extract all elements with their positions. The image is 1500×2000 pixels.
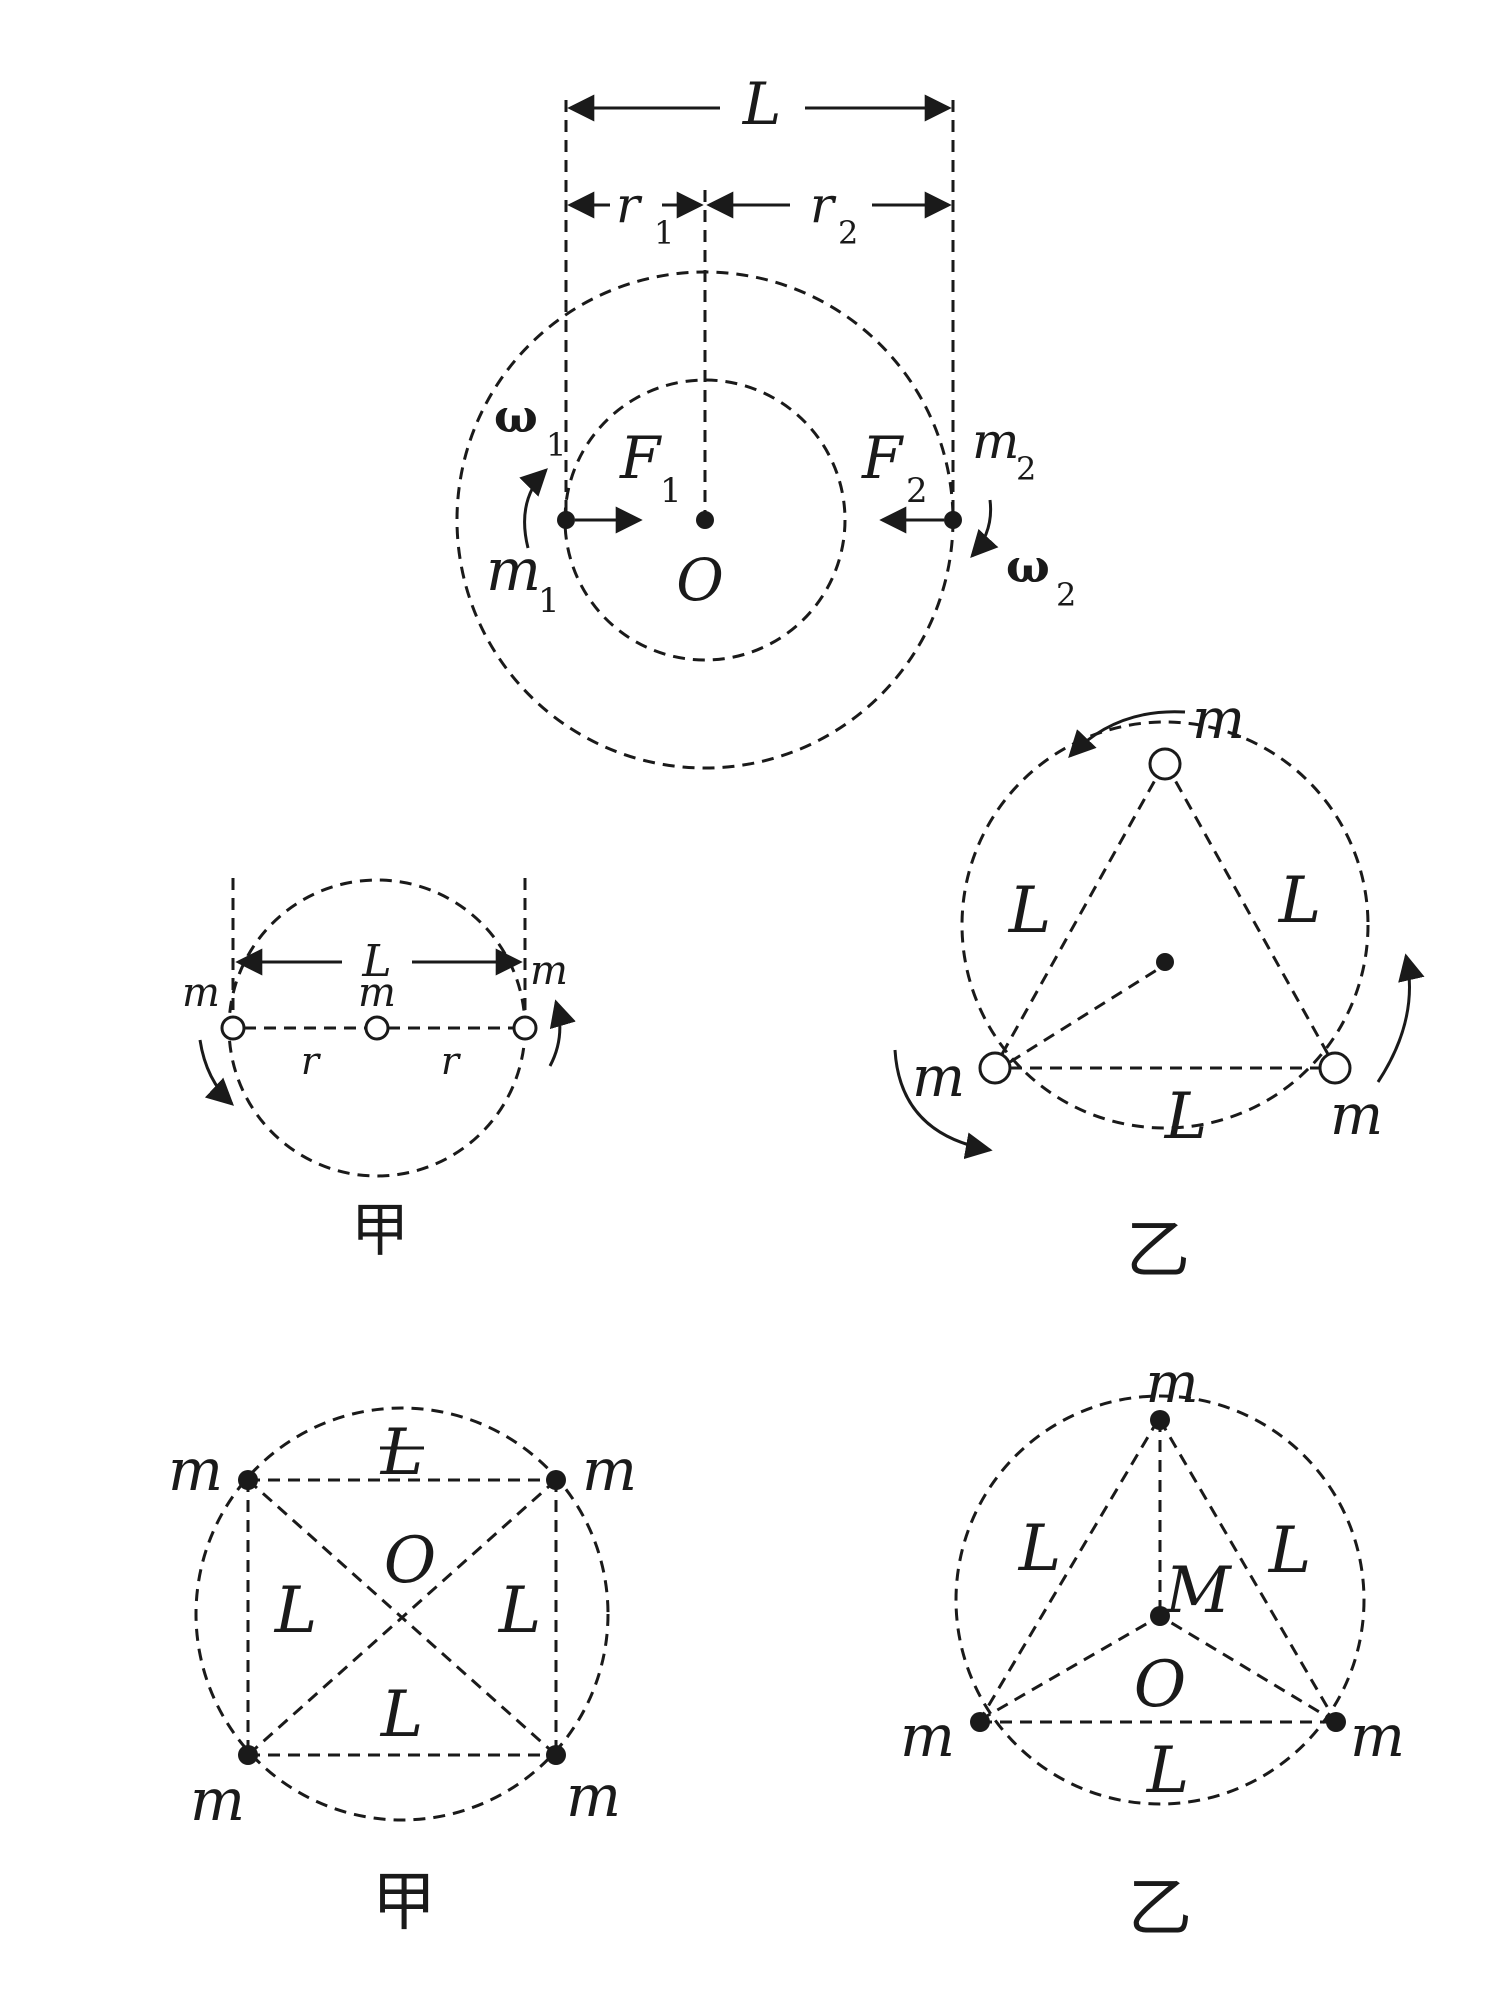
side-left [999, 763, 1166, 1057]
star-top [1150, 1410, 1170, 1430]
star-top [1148, 747, 1182, 781]
side-right [1164, 763, 1331, 1057]
m-top-label: m [1145, 1351, 1198, 1416]
F2-subscript: 2 [906, 471, 928, 511]
r2-subscript: 2 [838, 214, 858, 252]
F1-label: F [619, 424, 662, 492]
m2-subscript: 2 [1016, 450, 1036, 488]
m-left-label: m [912, 1045, 965, 1110]
L-right-label: L [1278, 864, 1322, 938]
m-left-label: m [900, 1702, 955, 1770]
star-left [220, 1015, 246, 1041]
F1-subscript: 1 [660, 471, 682, 511]
inner-orbit [563, 378, 847, 662]
median-right [1159, 1614, 1337, 1724]
L-bottom-label: L [380, 1678, 424, 1752]
star-right [1326, 1712, 1346, 1732]
L-left-label: L [274, 1574, 318, 1648]
m2-label: m [972, 412, 1019, 470]
rotation-arrow-right [1376, 953, 1425, 1083]
median-left [979, 1614, 1161, 1722]
m-right-label: m [530, 948, 568, 994]
M-label: M [1164, 1554, 1232, 1628]
side-left [978, 1419, 1160, 1721]
m-center-label: m [358, 970, 396, 1016]
r-right-label: r [441, 1039, 462, 1083]
three-star-triangle-figure: m m m L L L 乙 [893, 687, 1425, 1288]
r-left-label: r [301, 1039, 322, 1083]
rotation-arrow-left [893, 1049, 993, 1160]
median-line [1009, 966, 1161, 1064]
four-star-triangle-figure: m m m M O L L L 乙 [900, 1351, 1405, 1946]
rotation-arrow-right [548, 999, 576, 1067]
L-label: L [742, 70, 782, 138]
star-center-M [1150, 1606, 1170, 1626]
center-O [696, 511, 714, 529]
center-of-mass [1156, 953, 1174, 971]
m-top-left-label: m [168, 1436, 223, 1504]
side-right [1158, 1419, 1338, 1723]
L-label: L [361, 936, 391, 987]
orbit-circle [194, 1406, 610, 1822]
star-right [512, 1015, 538, 1041]
L-bottom-label: L [1146, 1734, 1190, 1808]
L-bottom-label: L [1164, 1080, 1208, 1154]
m-bottom-left-label: m [190, 1766, 245, 1834]
F2-label: F [861, 424, 904, 492]
binary-star-figure: L r 1 r 2 F 1 F 2 ω 1 m 1 m 2 ω 2 O [455, 70, 1076, 770]
rotation-arrow-left [198, 1039, 234, 1106]
m-top-label: m [1192, 687, 1245, 752]
three-star-line-figure: L m m m r r 甲 [182, 878, 576, 1264]
mass-m1 [557, 511, 575, 529]
O-label: O [1134, 1648, 1186, 1722]
star-bottom-right [546, 1745, 566, 1765]
star-left [970, 1712, 990, 1732]
star-top-left [238, 1470, 258, 1490]
caption-jia: 甲 [372, 1866, 436, 1940]
caption-yi: 乙 [1126, 1214, 1190, 1288]
four-star-square-figure: m m m m L L L L O 甲 [168, 1406, 637, 1940]
m-right-label: m [1330, 1083, 1383, 1148]
caption-yi: 乙 [1128, 1872, 1192, 1946]
r2-label: r [810, 176, 837, 234]
m-top-right-label: m [582, 1436, 637, 1504]
omega2-label: ω [1006, 539, 1050, 593]
star-left [978, 1051, 1012, 1085]
orbit-circle [954, 1394, 1366, 1806]
diagonal-2 [247, 1478, 557, 1757]
L-right-label: L [1268, 1514, 1312, 1588]
m-right-label: m [1350, 1702, 1405, 1770]
star-center [364, 1015, 390, 1041]
m-left-label: m [182, 970, 220, 1016]
L-top-label: L [380, 1416, 424, 1490]
r1-label: r [616, 176, 643, 234]
rotation-arrow-top [1068, 710, 1186, 758]
star-top-right [546, 1470, 566, 1490]
m-bottom-right-label: m [566, 1762, 621, 1830]
omega1-label: ω [494, 389, 538, 443]
mass-m2 [944, 511, 962, 529]
caption-jia: 甲 [351, 1196, 409, 1264]
star-bottom-left [238, 1745, 258, 1765]
L-left-label: L [1008, 874, 1052, 948]
m1-label: m [486, 536, 541, 604]
O-label: O [384, 1524, 436, 1598]
omega2-rotation-arrow [970, 499, 999, 558]
m1-subscript: 1 [538, 581, 560, 621]
omega2-subscript: 2 [1056, 576, 1076, 614]
orbit-circle [960, 720, 1370, 1130]
O-label: O [676, 546, 724, 614]
star-right [1318, 1051, 1352, 1085]
L-right-label: L [498, 1574, 542, 1648]
omega1-subscript: 1 [546, 426, 566, 464]
L-left-label: L [1018, 1512, 1062, 1586]
r1-subscript: 1 [654, 214, 674, 252]
omega1-rotation-arrow [519, 468, 548, 549]
